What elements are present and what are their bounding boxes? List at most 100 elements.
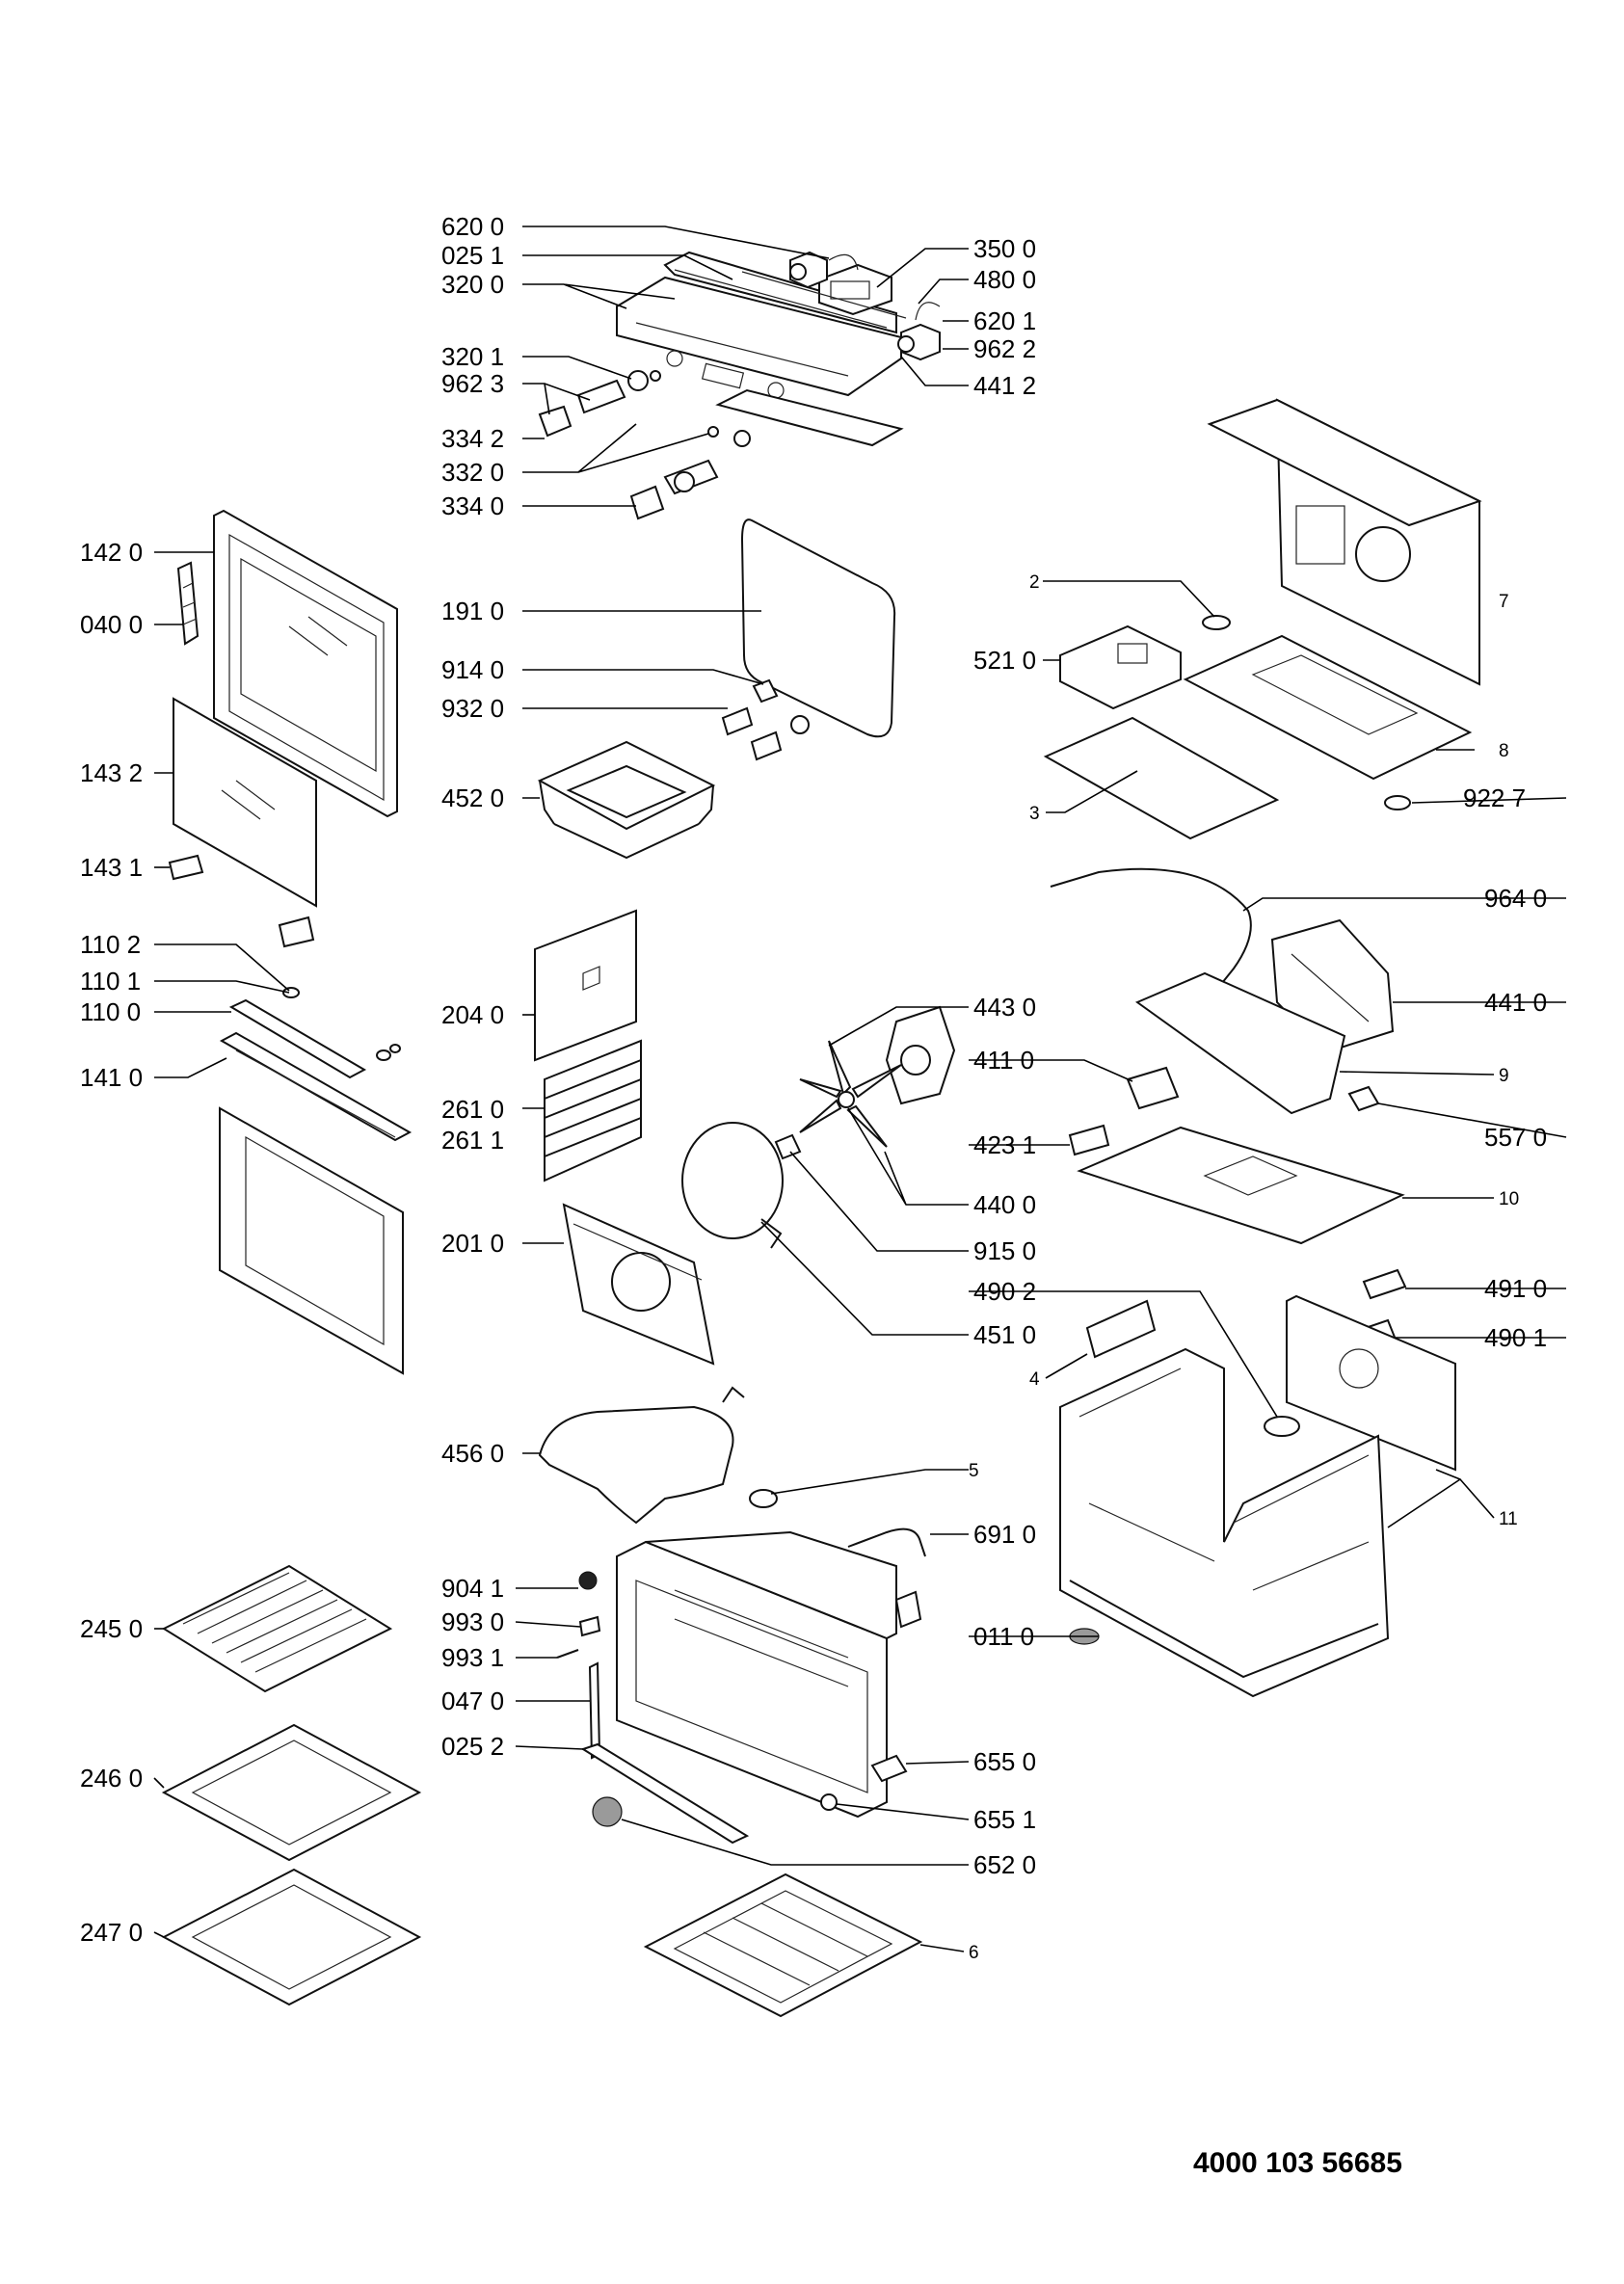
label-332-0: 332 0 [441, 458, 504, 487]
rear-panel-204 [534, 909, 637, 1062]
label-8: 8 [1499, 741, 1509, 761]
cover-plate-3 [1043, 716, 1280, 840]
label-204-0: 204 0 [441, 1000, 504, 1029]
label-440-0: 440 0 [973, 1190, 1036, 1219]
outer-casing-group [1043, 398, 1482, 1698]
document-number: 4000 103 56685 [1193, 2147, 1402, 2179]
label-411-0: 411 0 [973, 1046, 1034, 1075]
label-3: 3 [1029, 804, 1040, 824]
sensor-691 [847, 1527, 926, 1557]
knob-left-lower [629, 485, 665, 520]
label-480-0: 480 0 [973, 265, 1036, 294]
air-duct-9 [1134, 971, 1346, 1115]
label-5: 5 [969, 1461, 979, 1481]
label-423-1: 423 1 [973, 1130, 1036, 1159]
door-top-strip [219, 1031, 413, 1142]
label-521-0: 521 0 [973, 646, 1036, 675]
label-025-2: 025 2 [441, 1732, 504, 1761]
top-grill-element [537, 740, 716, 860]
display-module [818, 263, 892, 316]
ring-element [681, 1122, 784, 1239]
label-7: 7 [1499, 592, 1509, 612]
label-261-0: 261 0 [441, 1095, 504, 1124]
label-191-0: 191 0 [441, 597, 504, 625]
glass-clip-left [168, 854, 204, 881]
label-350-0: 350 0 [973, 234, 1036, 263]
label-655-1: 655 1 [973, 1805, 1036, 1834]
fan-nut [774, 1133, 802, 1160]
cavity-parts-group [534, 518, 956, 2018]
label-932-0: 932 0 [441, 694, 504, 723]
label-6: 6 [969, 1943, 979, 1963]
label-557-0: 557 0 [1484, 1123, 1547, 1152]
label-914-0: 914 0 [441, 655, 504, 684]
outer-casing-11 [1059, 1347, 1390, 1698]
bottom-strip [580, 1742, 750, 1845]
label-620-0: 620 0 [441, 212, 504, 241]
label-047-0: 047 0 [441, 1686, 504, 1715]
label-110-0: 110 0 [80, 997, 141, 1026]
accessories-group [161, 1564, 422, 2006]
cooling-tube [1050, 867, 1252, 994]
door-handle [228, 998, 367, 1079]
label-456-0: 456 0 [441, 1439, 504, 1468]
small-part-5 [749, 1489, 778, 1508]
label-334-0: 334 0 [441, 491, 504, 520]
label-4: 4 [1029, 1369, 1040, 1390]
label-620-1: 620 1 [973, 306, 1036, 335]
baking-tray [161, 1723, 422, 1862]
glass-clip-right [278, 916, 315, 948]
label-443-0: 443 0 [973, 993, 1036, 1022]
washer-922 [1384, 795, 1411, 810]
label-110-1: 110 1 [80, 967, 141, 996]
terminal-491 [1362, 1268, 1407, 1300]
washer-2 [1202, 615, 1231, 630]
terminal-block [1068, 1124, 1110, 1156]
thermostat-652 [592, 1796, 623, 1827]
label-142-0: 142 0 [80, 538, 143, 567]
label-962-2: 962 2 [973, 334, 1036, 363]
control-panel-frame [663, 251, 897, 334]
transformer [1126, 1066, 1180, 1110]
label-441-2: 441 2 [973, 371, 1036, 400]
leader-lines [153, 226, 1567, 1952]
label-334-2: 334 2 [441, 424, 504, 453]
label-245-0: 245 0 [80, 1614, 143, 1643]
label-143-1: 143 1 [80, 853, 143, 882]
label-691-0: 691 0 [973, 1520, 1036, 1549]
label-441-0: 441 0 [1484, 988, 1547, 1017]
label-201-0: 201 0 [441, 1229, 504, 1258]
label-9: 9 [1499, 1066, 1509, 1086]
label-10: 10 [1499, 1189, 1519, 1209]
label-993-1: 993 1 [441, 1643, 504, 1672]
label-320-0: 320 0 [441, 270, 504, 299]
label-922-7: 922 7 [1463, 783, 1526, 812]
door-inner-panel [219, 1106, 404, 1375]
door-group [168, 509, 413, 1375]
oven-cavity [616, 1530, 922, 1819]
label-11: 11 [1499, 1509, 1518, 1529]
panel-lower-plate [715, 388, 904, 447]
top-plate-8 [1183, 634, 1473, 781]
label-452-0: 452 0 [441, 783, 504, 812]
label-320-1: 320 1 [441, 342, 504, 371]
grill-connector-a [752, 678, 779, 704]
label-993-0: 993 0 [441, 1607, 504, 1636]
label-655-0: 655 0 [973, 1747, 1036, 1776]
knob-left-upper [538, 405, 572, 438]
label-011-0: 011 0 [973, 1622, 1034, 1651]
label-491-0: 491 0 [1484, 1274, 1547, 1303]
side-rack [544, 1039, 642, 1182]
door-gasket [740, 518, 896, 738]
label-246-0: 246 0 [80, 1764, 143, 1793]
label-490-2: 490 2 [973, 1277, 1036, 1306]
control-panel-group [538, 251, 941, 520]
part-labels: 620 0 025 1 320 0 320 1 962 3 334 2 332 … [80, 212, 1547, 1963]
lamp-holder [870, 1754, 908, 1783]
label-141-0: 141 0 [80, 1063, 143, 1092]
drip-tray [161, 1868, 422, 2006]
label-904-1: 904 1 [441, 1574, 504, 1603]
label-490-1: 490 1 [1484, 1323, 1547, 1352]
bottom-heating-element [538, 1405, 734, 1525]
